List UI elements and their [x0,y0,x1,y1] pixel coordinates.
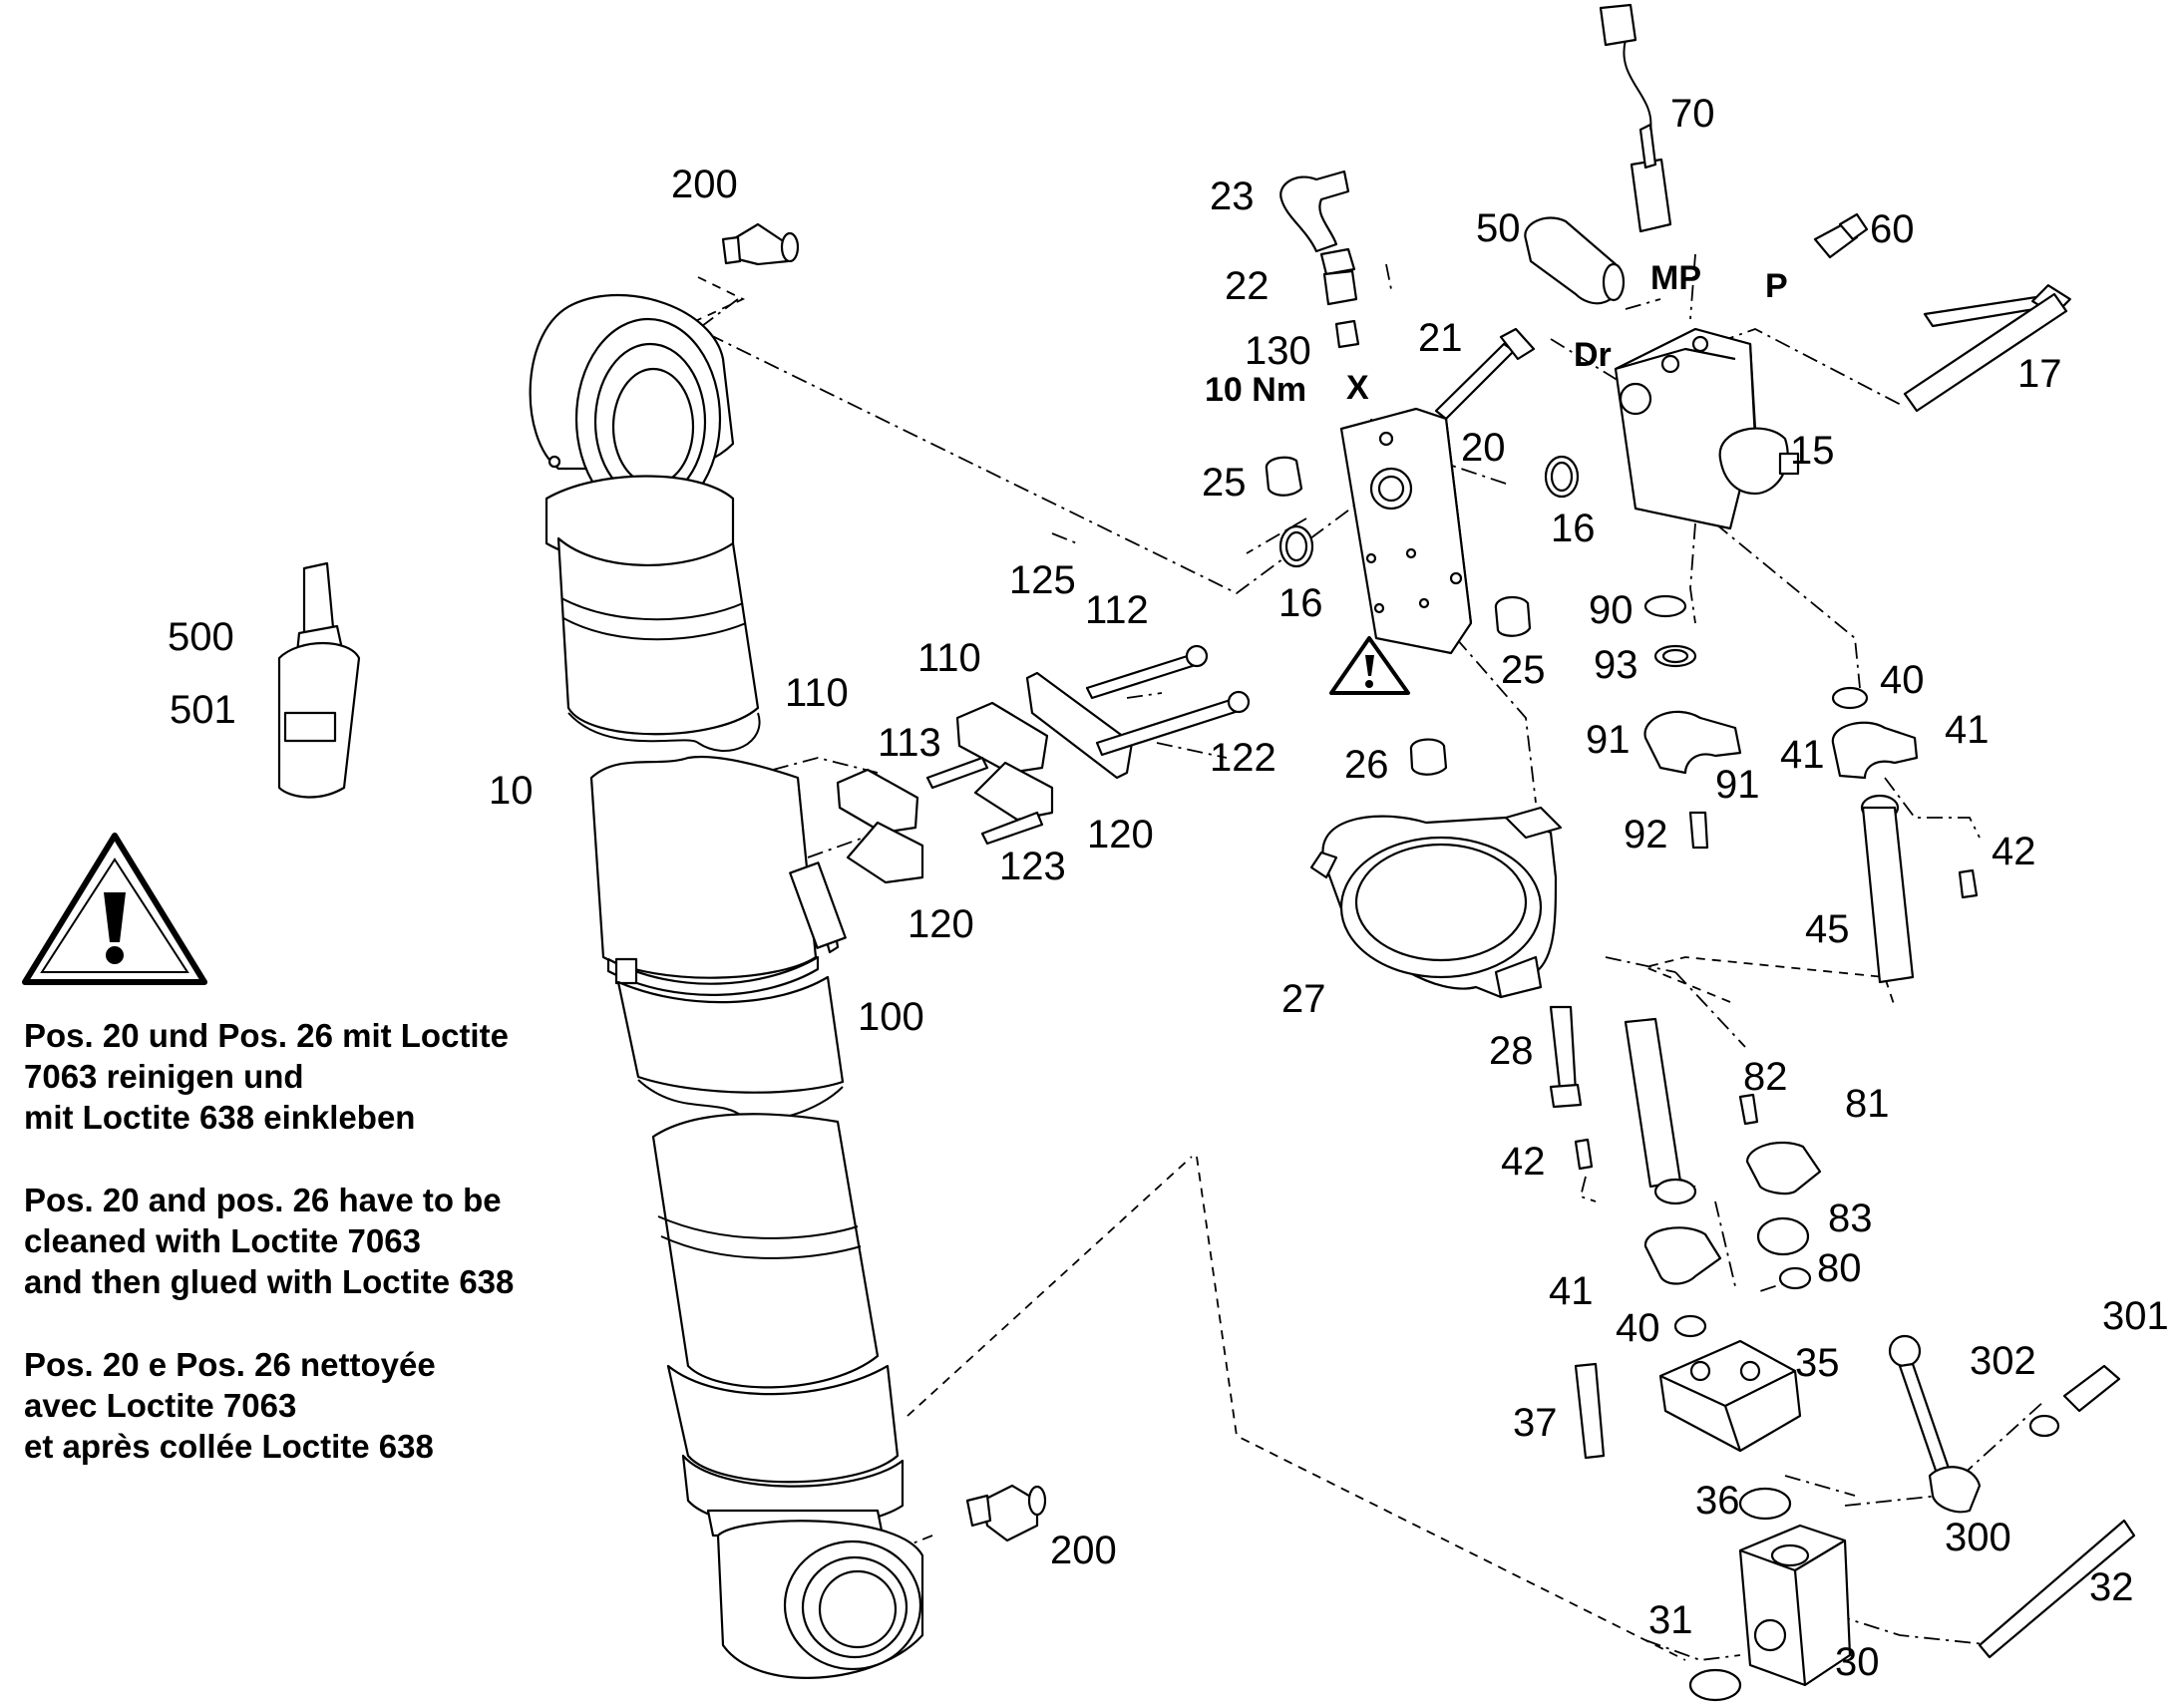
note-french: Pos. 20 e Pos. 26 nettoyée avec Loctite … [24,1344,742,1467]
hose-fittings-lower [1574,1017,1822,1338]
note-line: mit Loctite 638 einkleben [24,1099,416,1136]
label-p70: 70 [1670,92,1715,136]
fitting-200-bottom [965,1484,1047,1542]
note-english: Pos. 20 and pos. 26 have to be cleaned w… [24,1180,742,1302]
label-p122: 122 [1210,736,1276,780]
label-port-mp: MP [1650,259,1701,297]
note-line: 7063 reinigen und [24,1058,304,1095]
label-p301: 301 [2102,1294,2169,1338]
label-p80: 80 [1817,1246,1862,1290]
valve-block-35 [1574,1339,1802,1521]
label-p35: 35 [1795,1341,1840,1385]
label-p25: 25 [1501,648,1546,692]
label-p120: 120 [1087,813,1154,856]
label-p25: 25 [1202,461,1247,505]
small-warning-icon [1329,636,1410,695]
label-p10: 10 [489,769,534,813]
clamp-ring-27 [1309,806,1583,1109]
label-p31: 31 [1648,1598,1693,1642]
label-p60: 60 [1870,207,1915,251]
warning-icon [22,833,207,985]
label-p28: 28 [1489,1029,1534,1073]
seal-parts-90-93 [1643,594,1742,850]
label-port-p: P [1765,267,1788,305]
label-p82: 82 [1743,1055,1788,1099]
label-p100: 100 [858,995,924,1039]
label-p36: 36 [1695,1479,1740,1523]
label-p41: 41 [1945,708,1990,752]
label-p112: 112 [1085,588,1149,632]
label-p16: 16 [1278,581,1323,625]
label-p93: 93 [1594,643,1638,687]
label-p110: 110 [785,671,849,715]
label-port-x: X [1346,369,1369,407]
label-p45: 45 [1805,907,1850,951]
label-p17: 17 [2017,352,2062,396]
note-german: Pos. 20 und Pos. 26 mit Loctite 7063 rei… [24,1015,742,1138]
label-p40: 40 [1880,658,1925,702]
valve-block-20 [1339,407,1473,655]
label-p300: 300 [1945,1516,2011,1559]
fittings-upper [1265,170,1580,776]
note-line: avec Loctite 7063 [24,1387,297,1424]
label-p91: 91 [1586,718,1631,762]
label-p91: 91 [1715,763,1760,807]
label-torque: 10 Nm [1205,371,1306,409]
note-line: et après collée Loctite 638 [24,1428,434,1465]
label-p42: 42 [1992,830,2036,873]
label-p200: 200 [671,163,738,206]
valve-block-15 [1614,327,1800,530]
label-p92: 92 [1624,813,1668,856]
label-p90: 90 [1589,588,1634,632]
label-p50: 50 [1476,206,1521,250]
label-p81: 81 [1845,1082,1890,1126]
note-line: Pos. 20 e Pos. 26 nettoyée [24,1346,436,1383]
label-p27: 27 [1281,977,1326,1021]
label-p302: 302 [1970,1339,2036,1383]
label-p125: 125 [1009,558,1076,602]
label-p23: 23 [1210,174,1255,218]
label-p40: 40 [1616,1306,1660,1350]
label-p41: 41 [1780,733,1825,777]
label-p30: 30 [1835,1640,1880,1684]
clamp-assembly [836,644,1251,884]
label-p123: 123 [999,845,1066,888]
label-p83: 83 [1828,1196,1873,1240]
note-line: and then glued with Loctite 638 [24,1263,515,1300]
label-port-dr: Dr [1574,336,1612,374]
label-p21: 21 [1418,316,1463,360]
hose-fittings-upper [1831,686,1979,984]
hydraulic-cylinder [529,293,924,1679]
label-p113: 113 [878,721,941,765]
lever-300 [1888,1334,2121,1514]
note-line: cleaned with Loctite 7063 [24,1222,421,1259]
fittings-top-right [1524,3,2071,413]
label-p501: 501 [170,688,236,732]
loctite-bottle [277,561,361,799]
label-p22: 22 [1225,264,1270,308]
fitting-200-top [721,222,800,266]
label-p32: 32 [2089,1565,2134,1609]
label-p200: 200 [1050,1529,1117,1572]
position-labels: 200 200 10 500 501 110 110 113 125 112 1… [168,92,2169,1684]
label-p500: 500 [168,615,234,659]
note-line: Pos. 20 and pos. 26 have to be [24,1182,502,1218]
label-p20: 20 [1461,426,1506,470]
valve-block-30 [1688,1519,2136,1702]
label-p130: 130 [1245,329,1311,373]
label-p15: 15 [1790,429,1835,473]
label-p41: 41 [1549,1269,1594,1313]
label-p120: 120 [908,902,974,946]
label-p26: 26 [1344,743,1389,787]
label-p110: 110 [917,636,981,680]
label-p16: 16 [1551,507,1596,550]
label-p37: 37 [1513,1401,1558,1445]
note-line: Pos. 20 und Pos. 26 mit Loctite [24,1017,509,1054]
label-p42: 42 [1501,1140,1546,1184]
